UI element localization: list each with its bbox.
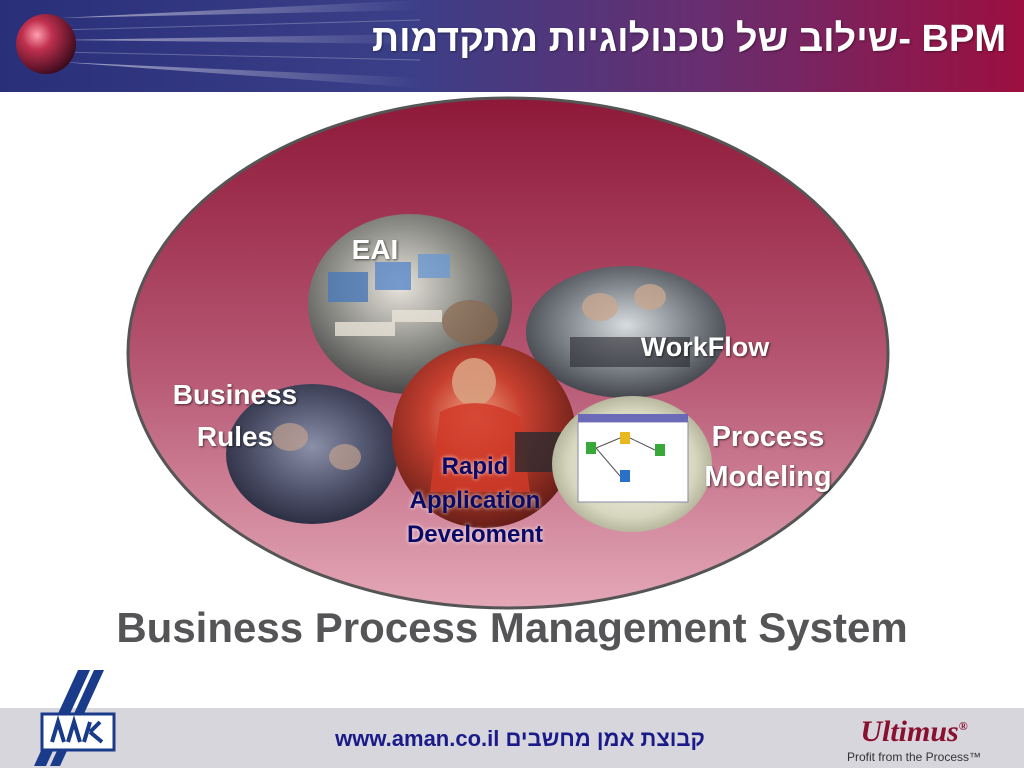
label-rad-line2: Application: [409, 487, 541, 514]
label-workflow: WorkFlow: [640, 332, 770, 362]
rad-photo: [392, 344, 576, 528]
label-business-rules-line1: Business: [172, 379, 298, 410]
company-website-link[interactable]: www.aman.co.il: [335, 726, 500, 751]
label-process-modeling-line1: Process: [711, 421, 825, 453]
label-business-rules-line2: Rules: [196, 421, 274, 452]
footer-company-line: www.aman.co.il קבוצת אמן מחשבים: [290, 726, 750, 752]
business-rules-photo: [226, 384, 398, 524]
label-rad: Rapid Application Develoment: [380, 450, 570, 552]
ultimus-brand: Ultimus® Profit from the Process™: [834, 708, 994, 764]
brand-name: Ultimus: [860, 715, 959, 748]
bpm-diagram: EAI WorkFlow Business Rules Process Mode…: [0, 92, 1024, 622]
ultimus-logo-text: Ultimus®: [834, 708, 994, 750]
page-title: BPM -שילוב של טכנולוגיות מתקדמות: [371, 18, 1006, 60]
registered-mark: ®: [958, 719, 968, 733]
label-process-modeling: Process Modeling: [688, 417, 848, 497]
label-eai: EAI: [351, 234, 399, 265]
label-process-modeling-line2: Modeling: [704, 461, 832, 493]
company-name-hebrew: קבוצת אמן מחשבים: [505, 726, 705, 751]
footer-bar: www.aman.co.il קבוצת אמן מחשבים Ultimus®…: [0, 670, 1024, 768]
header-globe-graphic: [16, 0, 420, 88]
label-rad-line3: Develoment: [406, 521, 544, 548]
brand-tagline: Profit from the Process™: [846, 750, 982, 764]
label-rad-line1: Rapid: [441, 453, 509, 480]
workflow-photo: [526, 266, 726, 398]
bpm-ellipse-graphic: [126, 96, 890, 610]
aman-logo: [34, 670, 116, 766]
process-modeling-photo: [552, 396, 712, 532]
system-title: Business Process Management System: [116, 604, 908, 651]
header-band: BPM -שילוב של טכנולוגיות מתקדמות: [0, 0, 1024, 92]
label-business-rules: Business Rules: [150, 374, 320, 458]
